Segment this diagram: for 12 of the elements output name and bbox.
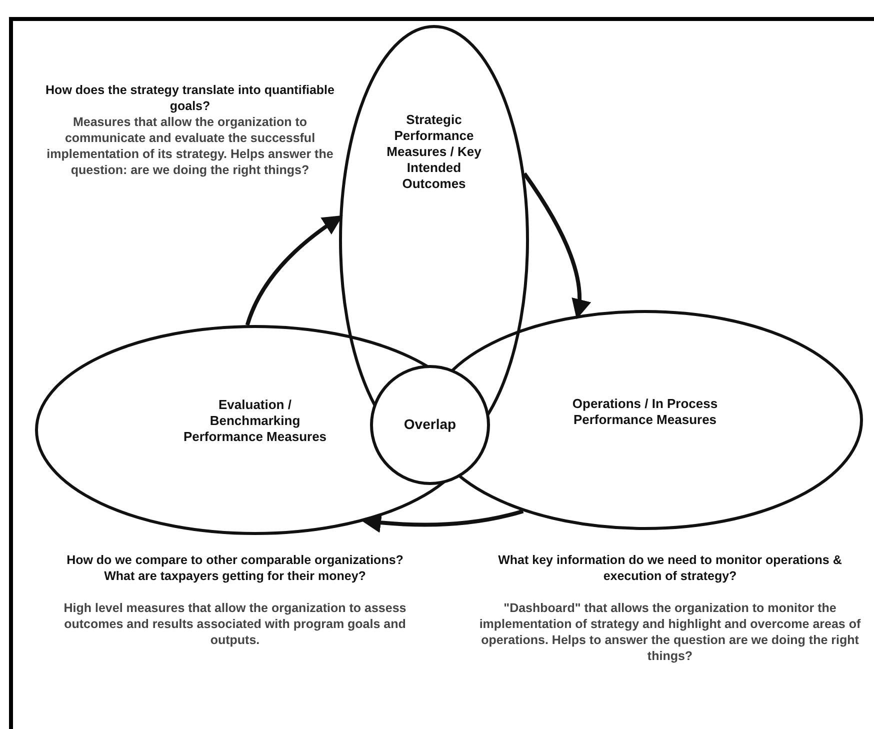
question-heading: How does the strategy translate into quantifiable goals? <box>44 82 336 114</box>
circle-label: Overlap <box>402 416 458 432</box>
ellipse-label: Strategic Performance Measures / Key Intended Outcomes <box>386 112 482 192</box>
curved-arrow <box>522 172 590 320</box>
curved-arrow <box>361 509 524 533</box>
ellipse-label: Operations / In Process Performance Measures <box>571 396 719 428</box>
ellipse-label: Evaluation / Benchmarking Performance Measures <box>182 397 328 445</box>
question-heading: How do we compare to other comparable organizations? What are taxpayers getting for their money? <box>66 552 404 584</box>
question-heading: What key information do we need to monitor operations & execution of strategy? <box>497 552 843 584</box>
description-text: Measures that allow the organization to communicate and evaluate the successful implementation of its strategy. Helps answer the question: are we doing the right things? <box>46 114 334 178</box>
description-text: High level measures that allow the organization to assess outcomes and results associated with program goals and outputs. <box>62 600 408 648</box>
description-text: "Dashboard" that allows the organization to monitor the implementation of strategy and highlight and overcome areas of operations. Helps to answer the question are we doing the right things? <box>478 600 862 664</box>
